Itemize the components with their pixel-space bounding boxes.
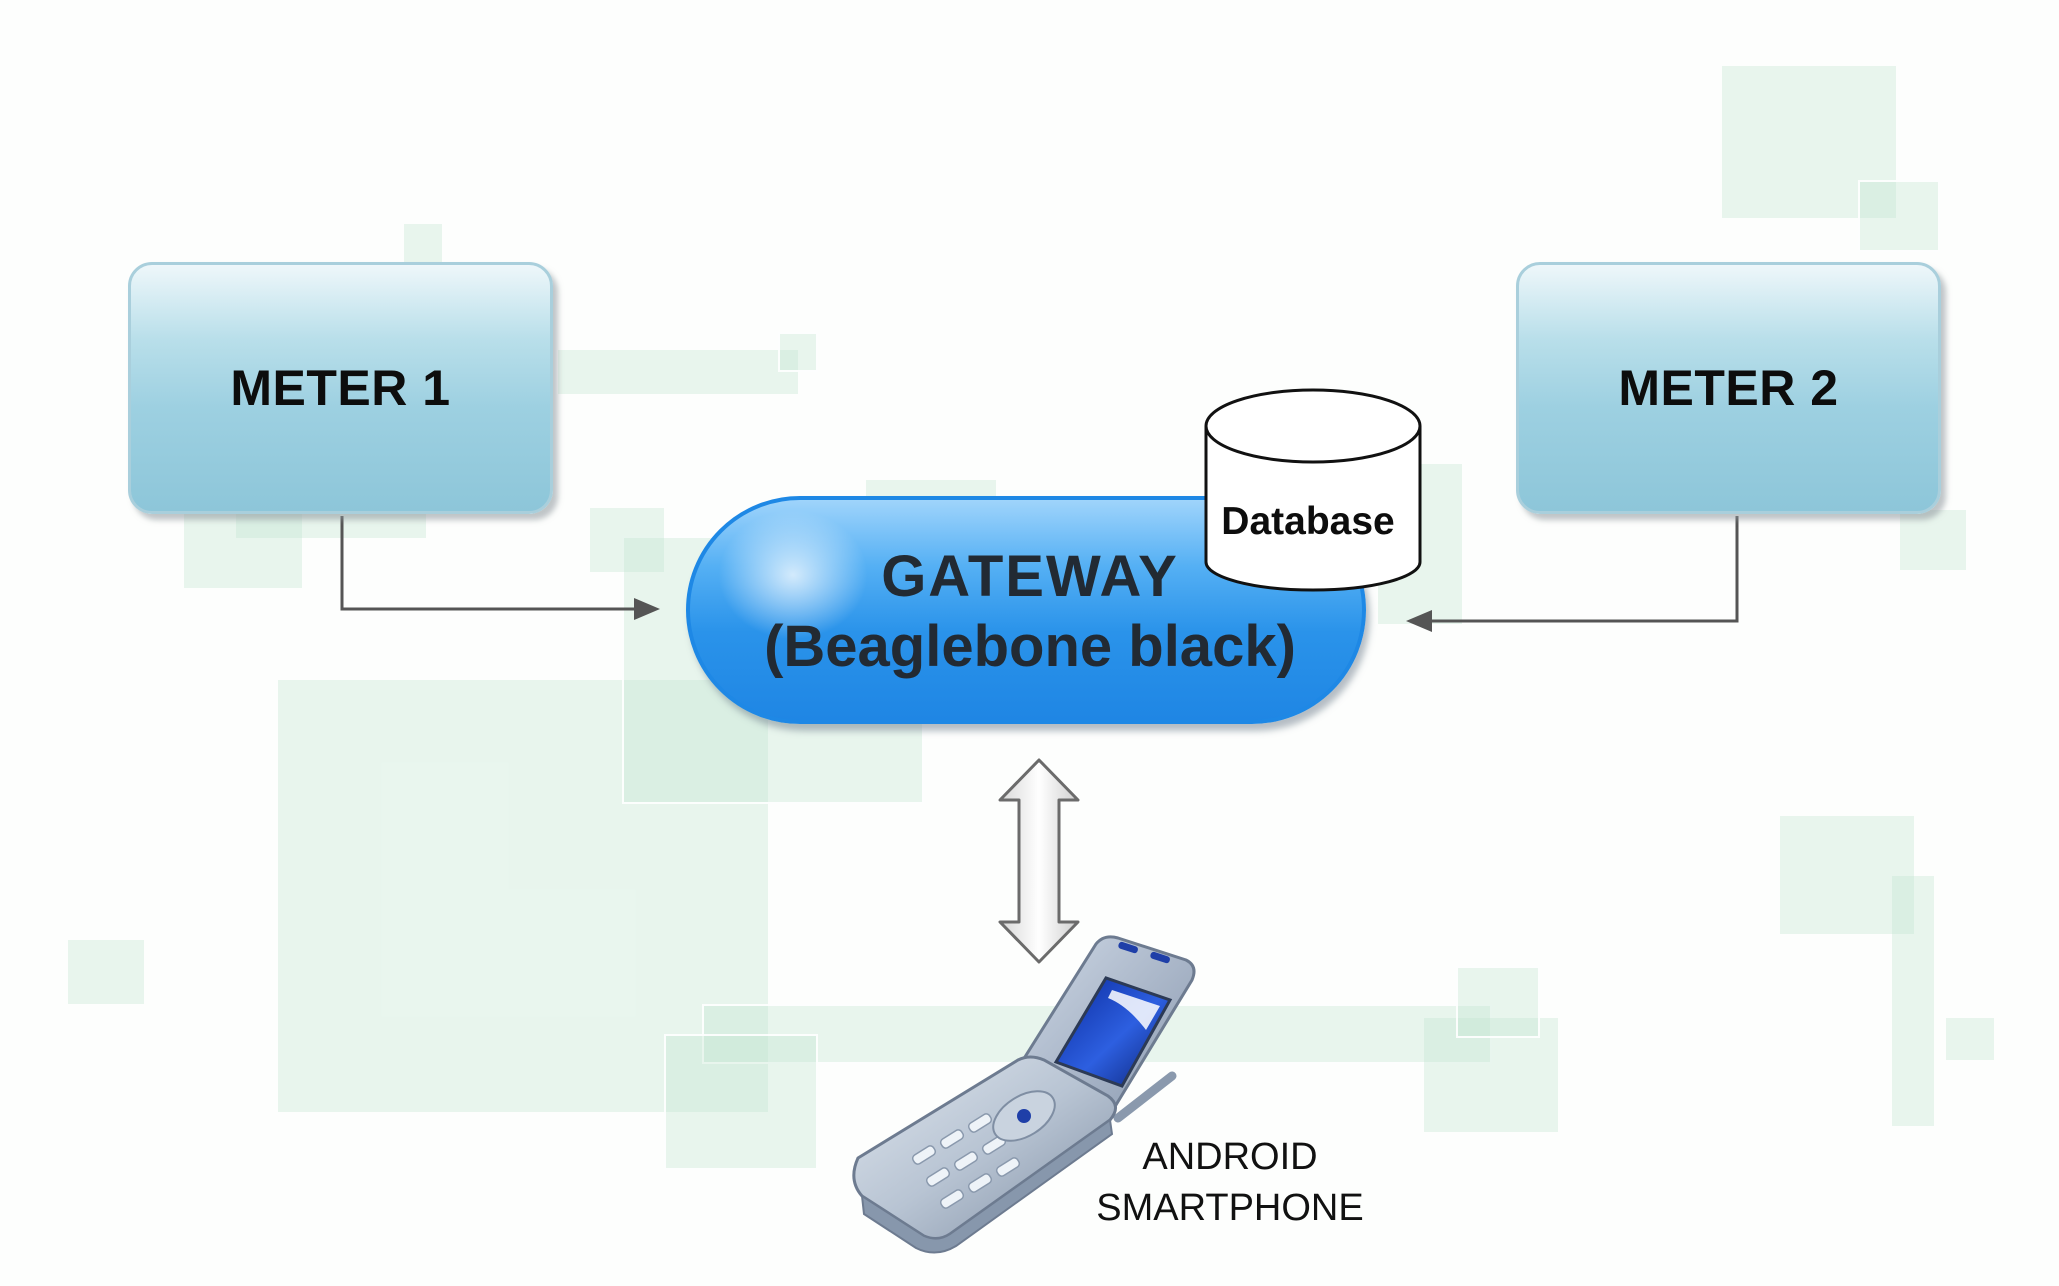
smartphone-label-line2: SMARTPHONE — [1096, 1187, 1364, 1229]
gateway-title: GATEWAY — [881, 544, 1179, 609]
background-square — [1858, 180, 1940, 252]
gateway-phone-double-arrow — [998, 758, 1080, 964]
background-square — [1722, 66, 1896, 218]
meter-2-label: METER 2 — [1618, 360, 1839, 416]
background-square — [1946, 1018, 1994, 1060]
background-square — [590, 508, 664, 572]
gateway-subtitle: (Beaglebone black) — [764, 614, 1296, 679]
background-square — [664, 1034, 818, 1170]
background-square — [1780, 816, 1914, 934]
database-label: Database — [1221, 500, 1395, 543]
background-square — [1456, 966, 1540, 1038]
meter-2-to-gateway-arrow — [1406, 516, 1739, 632]
meter-1-label: METER 1 — [230, 360, 451, 416]
smartphone-label: ANDROID SMARTPHONE — [1050, 1132, 1410, 1234]
meter-2-box: METER 2 — [1516, 262, 1941, 514]
background-square — [778, 332, 818, 372]
background-square — [1892, 876, 1934, 1126]
background-square — [68, 940, 144, 1004]
gateway-text: GATEWAY (Beaglebone black) — [690, 542, 1362, 682]
meter-1-to-gateway-arrow — [340, 516, 660, 620]
background-square — [184, 508, 302, 588]
smartphone-label-line1: ANDROID — [1142, 1136, 1318, 1178]
meter-1-box: METER 1 — [128, 262, 553, 514]
background-square — [558, 350, 798, 394]
background-square — [404, 224, 442, 264]
background-square — [1900, 510, 1966, 570]
gateway-gloss-highlight — [718, 510, 868, 640]
background-square — [278, 680, 768, 1112]
